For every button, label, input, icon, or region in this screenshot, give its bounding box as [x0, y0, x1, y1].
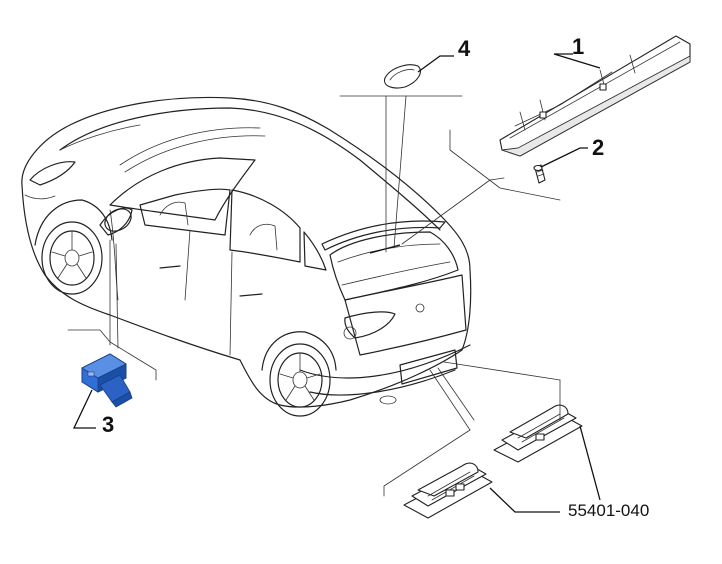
- screw-part: [533, 164, 546, 184]
- license-plate-light-lower: [403, 462, 493, 519]
- leader-lines: [67, 53, 601, 513]
- car-outline: [21, 96, 472, 417]
- callout-item-4: 4: [458, 36, 471, 61]
- third-brake-light: [499, 35, 691, 157]
- callout-item-3: 3: [102, 412, 115, 437]
- brake-switch: [81, 353, 133, 408]
- lens-cover: [383, 64, 421, 89]
- callout-item-2: 2: [592, 135, 605, 160]
- part-number-label: 55401-040: [568, 501, 650, 520]
- license-plate-light-upper: [493, 404, 583, 463]
- callout-item-1: 1: [572, 34, 585, 59]
